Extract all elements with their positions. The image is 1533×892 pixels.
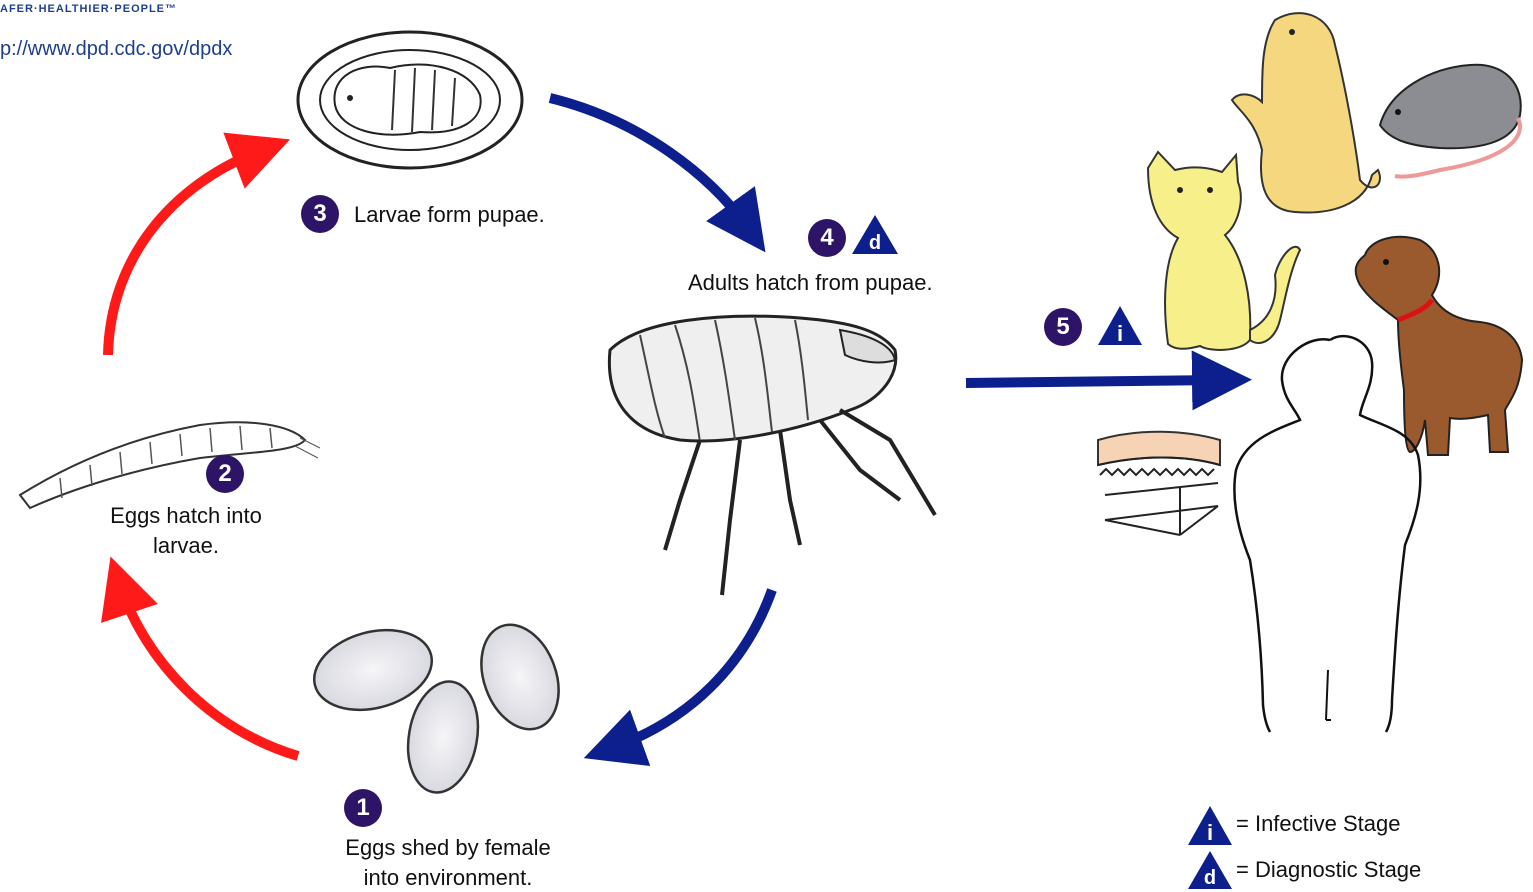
pupa-illustration (298, 32, 522, 168)
human-outline-illustration (1234, 336, 1420, 732)
prairie-dog-illustration (1232, 13, 1380, 212)
stage-1-caption: Eggs shed by female into environment. (308, 833, 588, 892)
stage-4-caption: Adults hatch from pupae. (688, 268, 933, 298)
diagnostic-stage-icon-4: d (852, 215, 898, 254)
stage-2-badge: 2 (206, 455, 244, 493)
legend-diagnostic-label: = Diagnostic Stage (1236, 857, 1421, 883)
stage-3-caption: Larvae form pupae. (354, 200, 545, 230)
stage-2-caption-line-2: larvae. (66, 531, 306, 561)
stage-1-caption-line-1: Eggs shed by female (308, 833, 588, 863)
rat-illustration (1380, 65, 1521, 177)
svg-text:d: d (869, 232, 881, 254)
stage-1-badge: 1 (344, 789, 382, 827)
stage-5-badge: 5 (1044, 308, 1082, 346)
arrow-larvae-to-pupae (108, 150, 262, 355)
infective-stage-icon-5: i (1098, 306, 1142, 346)
svg-text:i: i (1207, 820, 1213, 845)
stage-3-badge: 3 (301, 195, 339, 233)
arrow-pupae-to-adult (550, 98, 748, 228)
arrow-adult-to-eggs (612, 590, 772, 748)
dog-illustration (1356, 237, 1522, 455)
legend-diagnostic-icon: d (1188, 851, 1232, 889)
arrow-eggs-to-larvae (120, 585, 298, 756)
svg-text:d: d (1204, 867, 1216, 889)
legend-infective-icon: i (1188, 806, 1232, 845)
larva-illustration (20, 422, 320, 508)
arrow-adult-to-host (966, 380, 1222, 383)
stage-2-caption: Eggs hatch into larvae. (66, 501, 306, 560)
stage-4-badge: 4 (808, 219, 846, 257)
stage-1-caption-line-2: into environment. (308, 863, 588, 892)
stage-2-caption-line-1: Eggs hatch into (66, 501, 306, 531)
legend-infective-label: = Infective Stage (1236, 811, 1401, 837)
eggs-illustration (305, 614, 572, 798)
adult-flea-illustration (609, 316, 935, 595)
skin-section-illustration (1098, 432, 1220, 535)
svg-text:i: i (1117, 321, 1123, 346)
